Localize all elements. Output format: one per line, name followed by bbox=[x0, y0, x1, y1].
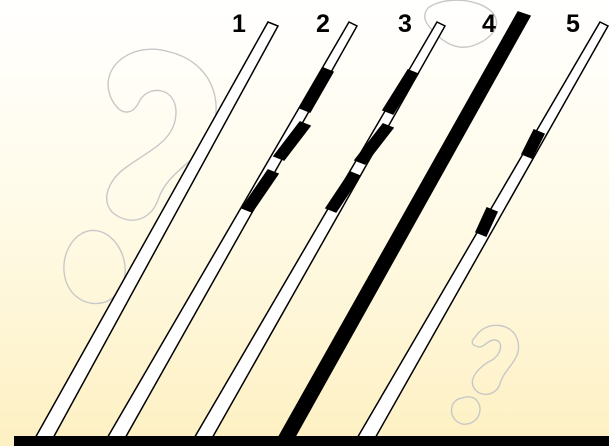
label-2: 2 bbox=[316, 10, 330, 38]
strip-3-band-black-1 bbox=[383, 70, 418, 114]
strip-labels: 1 2 3 4 5 bbox=[232, 10, 580, 38]
watermark-question-dot-small bbox=[452, 397, 481, 424]
watermark-question-mark-small bbox=[472, 325, 518, 394]
label-5: 5 bbox=[566, 10, 580, 38]
label-1: 1 bbox=[232, 10, 246, 38]
ground-bar bbox=[14, 436, 609, 446]
label-3: 3 bbox=[398, 10, 412, 38]
label-4: 4 bbox=[482, 10, 496, 38]
question-mark-watermarks bbox=[64, 0, 519, 424]
watermark-question-mark-large bbox=[107, 49, 216, 220]
strip-2-band-black-1 bbox=[300, 68, 333, 112]
